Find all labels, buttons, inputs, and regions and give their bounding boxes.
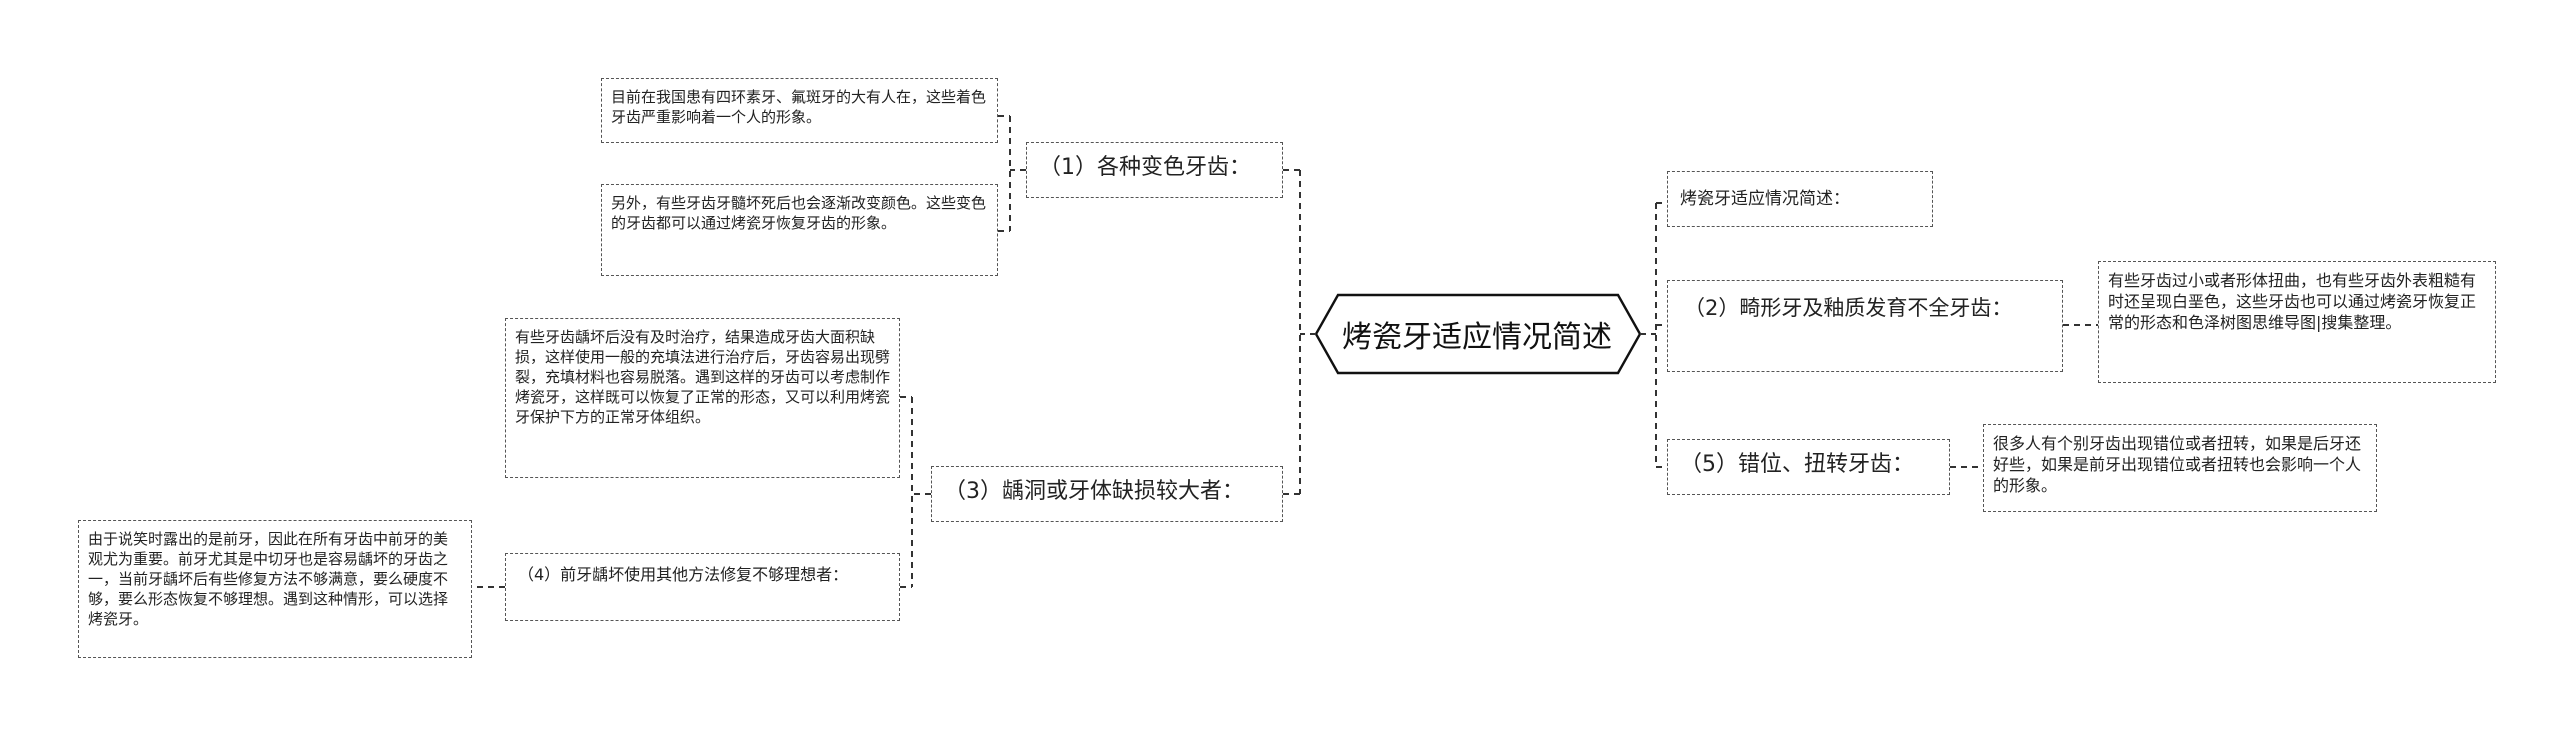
node-caries-defect[interactable]: （3）龋洞或牙体缺损较大者： [931, 466, 1283, 522]
leaf-text: 有些牙齿龋坏后没有及时治疗，结果造成牙齿大面积缺损，这样使用一般的充填法进行治疗… [515, 328, 891, 426]
node-label: （4）前牙龋坏使用其他方法修复不够理想者： [518, 565, 849, 584]
node-anterior-caries[interactable]: （4）前牙龋坏使用其他方法修复不够理想者： [505, 553, 900, 621]
node-discolored-teeth[interactable]: （1）各种变色牙齿： [1026, 142, 1283, 198]
node-label: （2）畸形牙及釉质发育不全牙齿： [1684, 296, 2013, 320]
leaf-anterior-aesthetics[interactable]: 由于说笑时露出的是前牙，因此在所有牙齿中前牙的美观尤为重要。前牙尤其是中切牙也是… [78, 520, 472, 658]
root-title: 烤瓷牙适应情况简述 [1342, 320, 1612, 355]
leaf-text: 由于说笑时露出的是前牙，因此在所有牙齿中前牙的美观尤为重要。前牙尤其是中切牙也是… [88, 530, 449, 628]
node-label: （1）各种变色牙齿： [1039, 155, 1251, 180]
node-intro[interactable]: 烤瓷牙适应情况简述： [1667, 171, 1933, 227]
node-label: 烤瓷牙适应情况简述： [1680, 189, 1850, 209]
leaf-text: 有些牙齿过小或者形体扭曲，也有些牙齿外表粗糙有时还呈现白垩色，这些牙齿也可以通过… [2108, 271, 2477, 332]
leaf-misaligned-impact[interactable]: 很多人有个别牙齿出现错位或者扭转，如果是后牙还好些，如果是前牙出现错位或者扭转也… [1983, 424, 2377, 512]
node-label: （3）龋洞或牙体缺损较大者： [944, 479, 1244, 504]
leaf-tetracycline-teeth[interactable]: 目前在我国患有四环素牙、氟斑牙的大有人在，这些着色牙齿严重影响着一个人的形象。 [601, 78, 998, 143]
leaf-text: 另外，有些牙齿牙髓坏死后也会逐渐改变颜色。这些变色的牙齿都可以通过烤瓷牙恢复牙齿… [611, 194, 987, 232]
leaf-text: 很多人有个别牙齿出现错位或者扭转，如果是后牙还好些，如果是前牙出现错位或者扭转也… [1993, 434, 2362, 495]
leaf-malformed-restore[interactable]: 有些牙齿过小或者形体扭曲，也有些牙齿外表粗糙有时还呈现白垩色，这些牙齿也可以通过… [2098, 261, 2496, 383]
leaf-caries-untreated[interactable]: 有些牙齿龋坏后没有及时治疗，结果造成牙齿大面积缺损，这样使用一般的充填法进行治疗… [505, 318, 900, 478]
leaf-text: 目前在我国患有四环素牙、氟斑牙的大有人在，这些着色牙齿严重影响着一个人的形象。 [611, 88, 987, 126]
leaf-pulp-necrosis[interactable]: 另外，有些牙齿牙髓坏死后也会逐渐改变颜色。这些变色的牙齿都可以通过烤瓷牙恢复牙齿… [601, 184, 998, 276]
node-malformed-teeth[interactable]: （2）畸形牙及釉质发育不全牙齿： [1667, 280, 2063, 372]
node-misaligned-teeth[interactable]: （5）错位、扭转牙齿： [1667, 439, 1950, 495]
node-label: （5）错位、扭转牙齿： [1680, 452, 1914, 477]
